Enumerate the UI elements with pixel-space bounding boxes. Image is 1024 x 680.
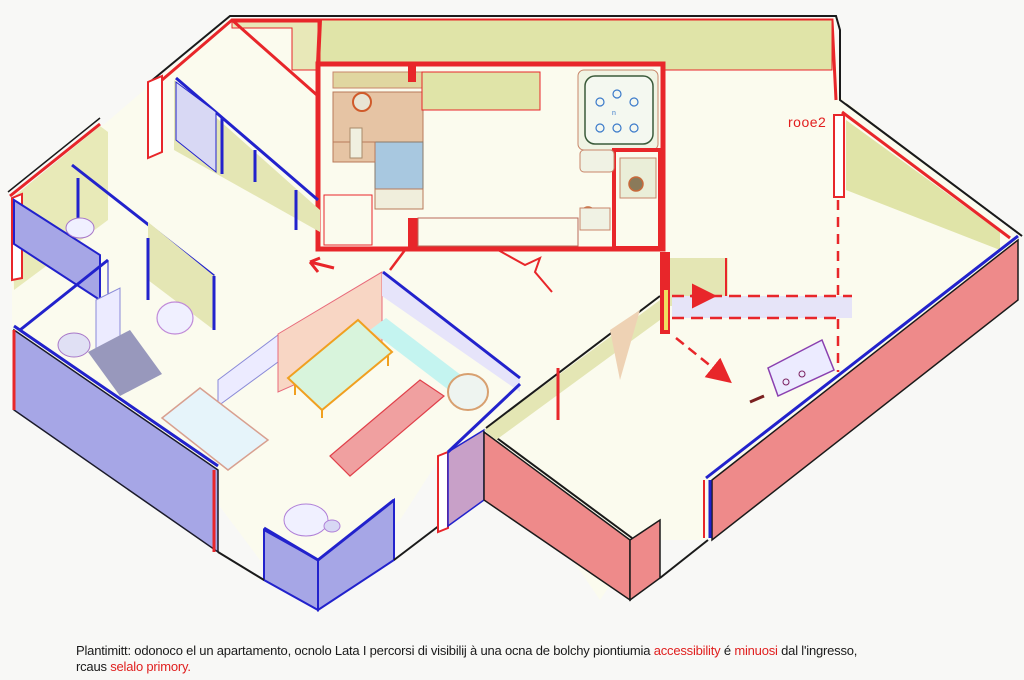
door-swing-arrow-left xyxy=(308,256,335,273)
sofa xyxy=(329,379,445,477)
living-area xyxy=(160,270,522,612)
caption-highlight-minuosi: minuosi xyxy=(734,643,778,658)
room-label: rooe2 xyxy=(788,114,827,130)
hallway-walls xyxy=(147,18,320,232)
sideboard xyxy=(767,338,835,398)
bathtub xyxy=(160,387,270,471)
armchair xyxy=(283,503,329,537)
svg-text:n: n xyxy=(612,110,616,117)
floor-plan-diagram: n xyxy=(7,15,1023,612)
caption-text: é xyxy=(720,643,735,658)
caption-highlight-primary: selalo primory. xyxy=(110,659,191,674)
caption-text: Plantimitt: odonoco el un apartamento, o… xyxy=(76,643,654,658)
caption-text: rcaus xyxy=(76,659,111,674)
right-back-wall xyxy=(846,120,1000,250)
partition-right xyxy=(833,114,845,198)
caption-highlight-accessibility: accessibility xyxy=(653,643,721,658)
caption-text: dal l'ingresso, xyxy=(777,643,858,658)
lounge-chair xyxy=(447,373,489,411)
coffee-table xyxy=(286,318,394,412)
dashed-path-diagonal xyxy=(675,337,732,384)
figure-caption: Plantimitt: odonoco el un apartamento, o… xyxy=(76,643,956,675)
right-room-walls xyxy=(483,234,1019,602)
left-bathroom-walls xyxy=(7,117,219,554)
door-swing-arrow-center xyxy=(497,249,553,293)
upper-room-block: n xyxy=(315,19,666,252)
